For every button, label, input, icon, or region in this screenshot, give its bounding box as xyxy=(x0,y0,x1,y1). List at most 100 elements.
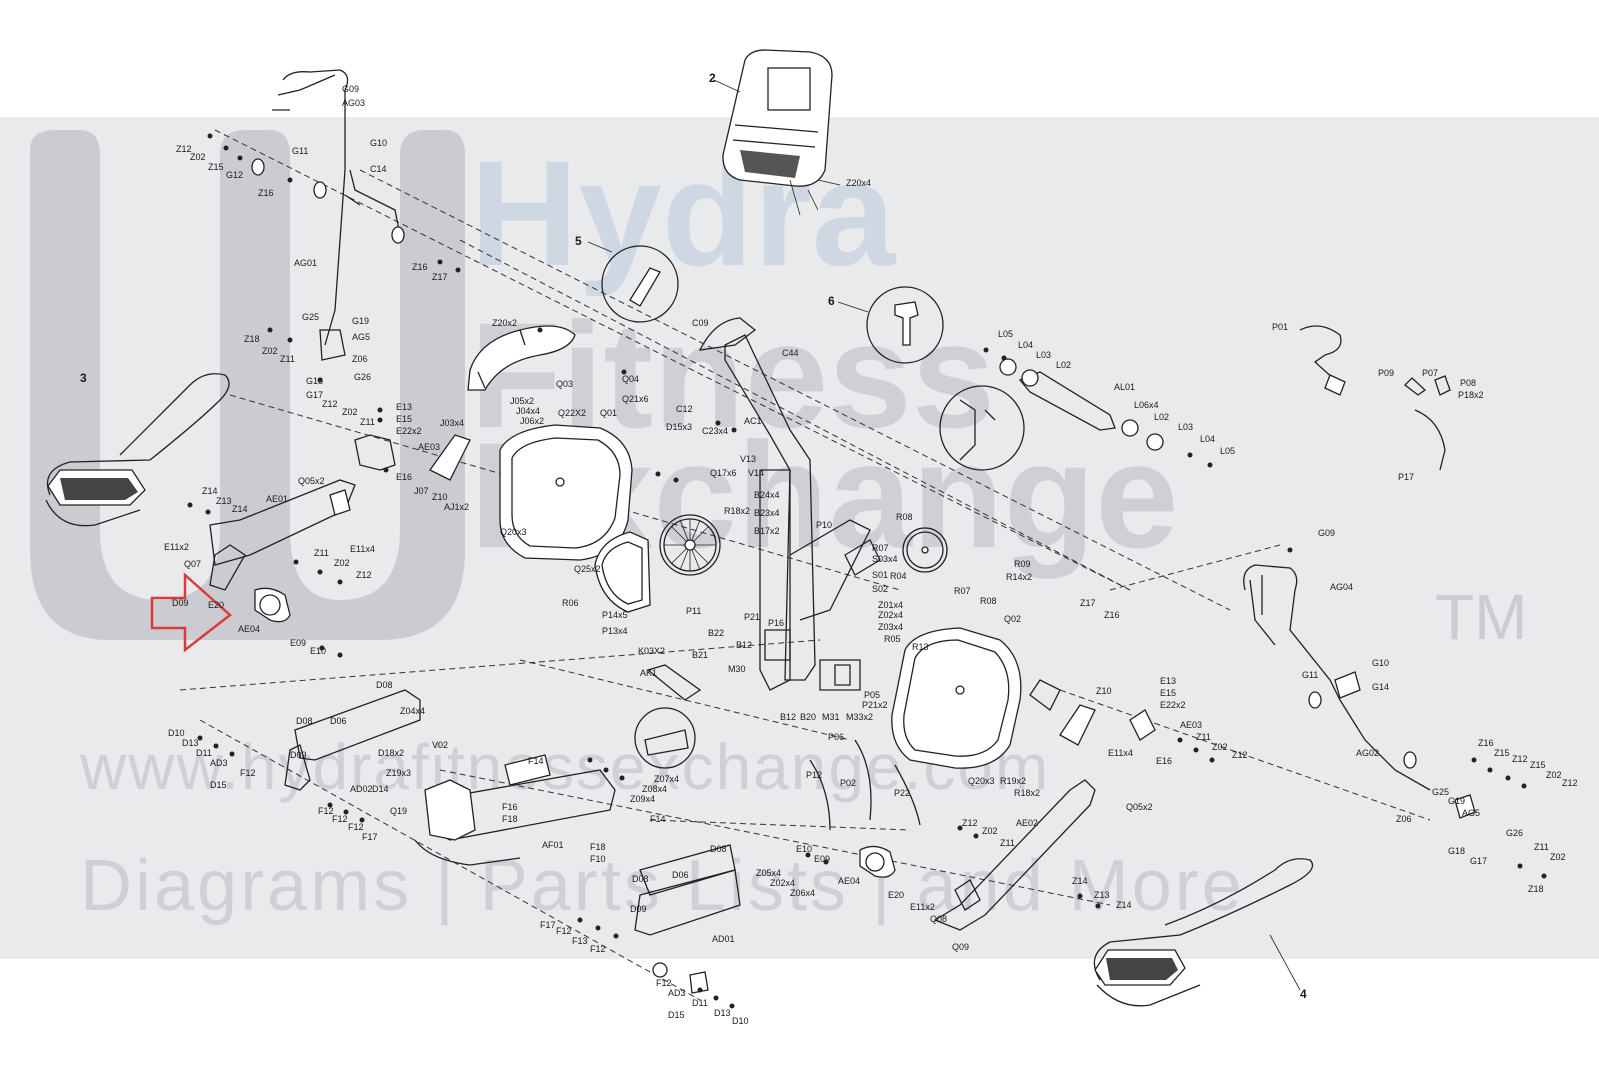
part-label: C23x4 xyxy=(702,426,728,436)
part-label: R05 xyxy=(884,634,901,644)
part-label: Z12 xyxy=(176,144,192,154)
part-label: Z18 xyxy=(1528,884,1544,894)
belt-guard xyxy=(594,531,651,613)
part-label: G11 xyxy=(1302,670,1318,680)
part-label: AG02 xyxy=(1356,748,1379,758)
part-label: Q21x6 xyxy=(622,394,649,404)
watermark-trademark: TM xyxy=(1435,581,1528,653)
part-label: B12 xyxy=(736,640,752,650)
part-label: Z02 xyxy=(1212,742,1228,752)
part-label: Z16 xyxy=(258,188,274,198)
part-label: Z11 xyxy=(280,354,295,364)
labels-pedal-arm-left: Z12 Z02 E13 E15 E22x2 Z11 AE03 E16 J03x4… xyxy=(164,399,469,656)
part-label: R07 xyxy=(954,586,971,596)
part-label: J04x4 xyxy=(516,406,540,416)
part-label: D08 xyxy=(632,874,649,884)
part-label: F18 xyxy=(502,814,518,824)
part-label: L02 xyxy=(1154,412,1169,422)
part-label: F10 xyxy=(590,854,606,864)
part-label: Z15 xyxy=(1530,760,1546,770)
part-label: L06x4 xyxy=(1134,400,1159,410)
part-label: P13x4 xyxy=(602,626,628,636)
part-label: R13 xyxy=(912,642,929,652)
part-label: S03x4 xyxy=(872,554,898,564)
part-label: Z15 xyxy=(1494,748,1510,758)
part-label: P17 xyxy=(1398,472,1414,482)
part-label: Z17 xyxy=(432,272,448,282)
right-handlebar xyxy=(1243,564,1476,819)
part-label: Z16 xyxy=(1478,738,1494,748)
part-label: D14 xyxy=(372,784,389,794)
part-label: L05 xyxy=(1220,446,1235,456)
part-label: AD3 xyxy=(668,988,686,998)
top-cover xyxy=(467,325,576,391)
part-label: L04 xyxy=(1200,434,1215,444)
part-label: E11x4 xyxy=(1108,748,1133,758)
part-label: Q25x2 xyxy=(574,564,601,574)
part-label: D06 xyxy=(672,870,689,880)
part-label: Q09 xyxy=(952,942,969,952)
part-label: F17 xyxy=(540,920,556,930)
part-label: Z12 xyxy=(1512,754,1528,764)
part-label: M30 xyxy=(728,664,746,674)
part-label: P02 xyxy=(840,778,856,788)
part-label: Z14 xyxy=(232,504,248,514)
part-label: Z12 xyxy=(356,570,372,580)
inset-detail-6 xyxy=(837,286,944,364)
watermark-band xyxy=(0,117,1599,959)
part-label: Z16 xyxy=(412,262,428,272)
part-label: D09 xyxy=(172,598,189,608)
part-label: Z20x4 xyxy=(846,178,871,188)
part-label: L03 xyxy=(1036,350,1051,360)
power-cables xyxy=(1299,325,1451,471)
part-label: B21 xyxy=(692,650,708,660)
part-label: Z12 xyxy=(1232,750,1248,760)
part-label: V02 xyxy=(432,740,448,750)
part-label: R04 xyxy=(890,571,907,581)
signal-cables xyxy=(809,739,921,831)
part-label: Z12 xyxy=(962,818,978,828)
part-label: F12 xyxy=(318,806,334,816)
part-label: Z06 xyxy=(1396,814,1412,824)
part-label: P07 xyxy=(1422,368,1438,378)
part-label: Z11 xyxy=(1000,838,1015,848)
part-label: S01 xyxy=(872,570,888,580)
part-label: Q17x6 xyxy=(710,468,737,478)
part-label: R06 xyxy=(562,598,579,608)
center-frame xyxy=(698,317,881,691)
part-label: Z06x4 xyxy=(790,888,815,898)
inset-detail-ak1 xyxy=(634,664,702,769)
part-label: G11 xyxy=(292,146,308,156)
part-label: Z18 xyxy=(244,334,260,344)
part-label: F12 xyxy=(348,822,364,832)
labels-base: D08 D08 D06 Z04x4 D10 D13 D11 AD3 D15 F1… xyxy=(168,680,910,864)
part-label: AD02 xyxy=(350,784,373,794)
part-label: G10 xyxy=(370,138,387,148)
part-label: E16 xyxy=(396,472,412,482)
part-label: E16 xyxy=(1156,756,1172,766)
part-label: D15 xyxy=(668,1010,685,1020)
labels-console: Z20x4 xyxy=(846,178,871,188)
part-label: P01 xyxy=(1272,322,1288,332)
part-label: Q08 xyxy=(930,914,947,924)
part-label: Q19 xyxy=(390,806,407,816)
part-label: D10 xyxy=(168,728,185,738)
right-pedal-assembly xyxy=(1093,858,1314,1007)
part-label: D15 xyxy=(210,780,227,790)
part-label: C12 xyxy=(676,404,693,414)
part-label: G17 xyxy=(306,390,323,400)
part-label: Q07 xyxy=(184,559,201,569)
part-label: R07 xyxy=(872,543,889,553)
left-shroud xyxy=(499,424,633,561)
part-label: C09 xyxy=(692,318,709,328)
part-label: D09 xyxy=(290,750,307,760)
part-label: Z03x4 xyxy=(878,622,903,632)
part-label: Q02 xyxy=(1004,614,1021,624)
part-label: P06 xyxy=(828,732,844,742)
part-label: Z06 xyxy=(352,354,368,364)
part-label: Z02 xyxy=(262,346,278,356)
part-label: Z20x2 xyxy=(492,318,517,328)
part-label: L05 xyxy=(998,329,1013,339)
